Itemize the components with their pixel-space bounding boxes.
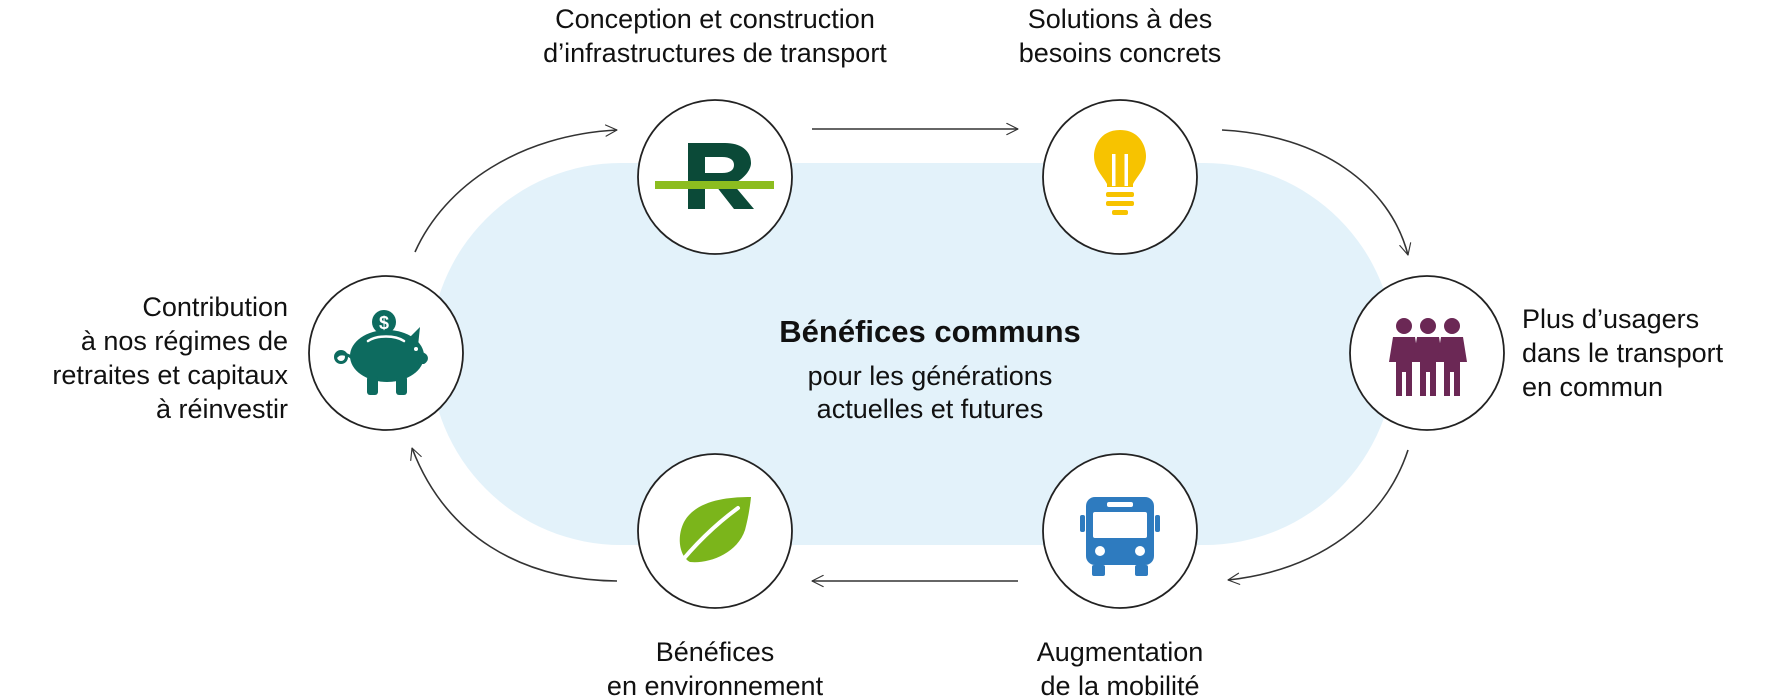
label-mobility: Augmentation de la mobilité	[960, 635, 1280, 699]
arrow-environment-to-contribution	[410, 447, 618, 582]
piggy-bank-icon: $	[334, 310, 428, 395]
lightbulb-icon	[1094, 130, 1146, 215]
node-infrastructure	[637, 99, 793, 255]
label-contribution-line2: à nos régimes de	[80, 326, 288, 356]
center-background-pill	[430, 163, 1395, 545]
label-users-line2: dans le transport	[1522, 338, 1724, 368]
label-contribution: Contribution à nos régimes de retraites …	[10, 290, 288, 426]
label-infrastructure-line2: d’infrastructures de transport	[543, 38, 887, 68]
arrow-users-to-mobility	[1227, 449, 1409, 585]
bus-icon	[1080, 497, 1160, 576]
center-subtitle-line2: actuelles et futures	[816, 394, 1044, 424]
arrow-solutions-to-users	[1221, 129, 1412, 256]
center-subtitle-line1: pour les générations	[807, 361, 1053, 391]
label-infrastructure: Conception et construction d’infrastruct…	[505, 2, 925, 70]
label-solutions-line2: besoins concrets	[1018, 38, 1222, 68]
label-infrastructure-line1: Conception et construction	[555, 4, 875, 34]
center-subtitle: pour les générations actuelles et future…	[700, 360, 1160, 426]
coin-dollar-sign: $	[379, 313, 389, 333]
label-environment-line1: Bénéfices	[655, 637, 775, 667]
label-users: Plus d’usagers dans le transport en comm…	[1522, 302, 1762, 404]
label-contribution-line4: à réinvestir	[155, 394, 288, 424]
people-icon	[1389, 318, 1467, 396]
node-solutions	[1042, 99, 1198, 255]
label-contribution-line3: retraites et capitaux	[52, 360, 288, 390]
arrow-contribution-to-infrastructure	[414, 124, 618, 253]
center-title: Bénéfices communs	[779, 314, 1081, 349]
label-contribution-line1: Contribution	[142, 292, 288, 322]
node-environment	[637, 453, 793, 609]
label-environment: Bénéfices en environnement	[555, 635, 875, 699]
label-solutions: Solutions à des besoins concrets	[960, 2, 1280, 70]
label-mobility-line2: de la mobilité	[1040, 671, 1200, 699]
label-users-line3: en commun	[1522, 372, 1664, 402]
node-users	[1349, 275, 1505, 431]
label-users-line1: Plus d’usagers	[1522, 304, 1700, 334]
label-solutions-line1: Solutions à des	[1027, 4, 1213, 34]
label-mobility-line1: Augmentation	[1036, 637, 1204, 667]
node-contribution: $	[308, 275, 464, 431]
leaf-icon	[674, 497, 751, 570]
r-logo-icon	[655, 143, 774, 209]
label-environment-line2: en environnement	[606, 671, 824, 699]
node-mobility	[1042, 453, 1198, 609]
